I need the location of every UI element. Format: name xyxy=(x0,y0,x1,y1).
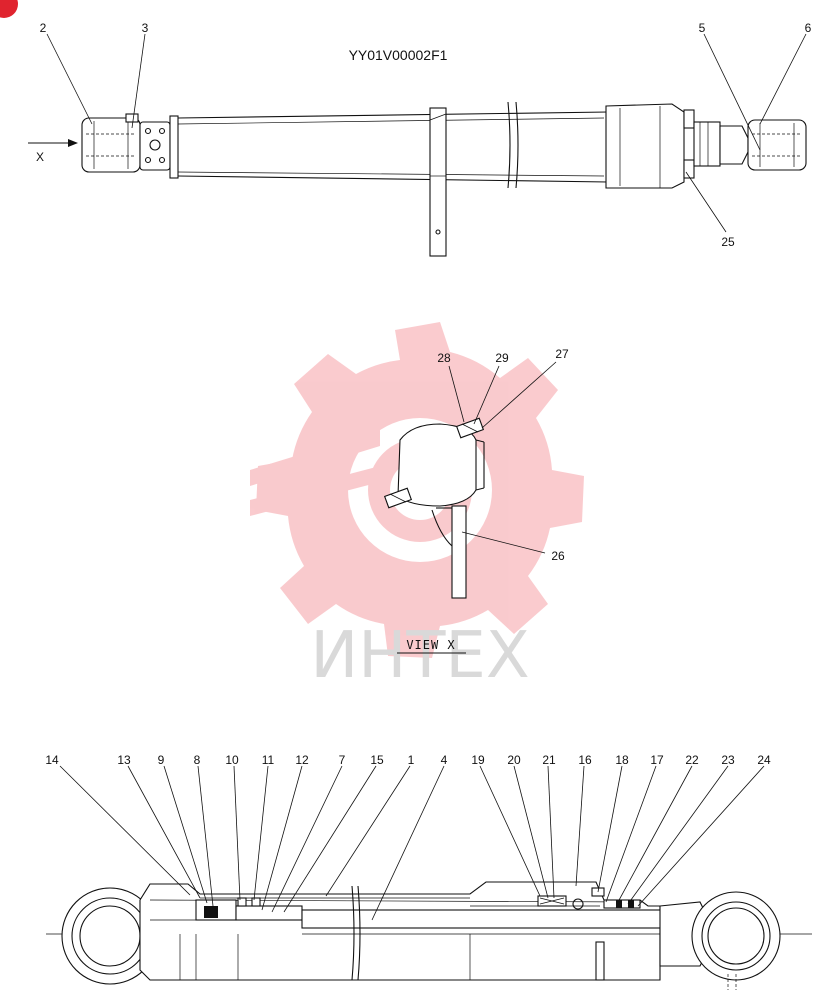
callout-20: 20 xyxy=(507,753,521,767)
callout-5: 5 xyxy=(699,21,706,35)
cylinder-section-view xyxy=(46,881,812,990)
callout-10: 10 xyxy=(225,753,239,767)
callout-1: 1 xyxy=(408,753,415,767)
callout-7: 7 xyxy=(339,753,346,767)
callout-13: 13 xyxy=(117,753,131,767)
callout-9: 9 xyxy=(158,753,165,767)
callout-11: 11 xyxy=(262,753,275,767)
callout-14: 14 xyxy=(45,753,59,767)
top-callouts: 2 3 5 6 25 xyxy=(40,21,812,249)
callout-6: 6 xyxy=(805,21,812,35)
callout-12: 12 xyxy=(295,753,309,767)
drawing-code: YY01V00002F1 xyxy=(349,47,448,63)
callout-27: 27 xyxy=(555,347,569,361)
callout-21: 21 xyxy=(542,753,556,767)
callout-25: 25 xyxy=(721,235,735,249)
view-x-drawing xyxy=(383,417,485,599)
callout-28: 28 xyxy=(437,351,451,365)
callout-8: 8 xyxy=(194,753,201,767)
corner-badge xyxy=(0,0,18,18)
cylinder-side-view xyxy=(81,101,807,257)
callout-4: 4 xyxy=(441,753,448,767)
callout-2: 2 xyxy=(40,21,47,35)
callout-22: 22 xyxy=(685,753,699,767)
view-x-arrow: X xyxy=(28,139,78,164)
callout-17: 17 xyxy=(650,753,664,767)
callout-18: 18 xyxy=(615,753,629,767)
callout-15: 15 xyxy=(370,753,384,767)
section-callouts: 14 13 9 8 10 11 12 7 15 1 4 19 20 21 16 … xyxy=(45,753,771,921)
callout-16: 16 xyxy=(578,753,592,767)
arrow-label: X xyxy=(36,150,44,164)
view-title: VIEW X xyxy=(406,638,455,652)
callout-19: 19 xyxy=(471,753,485,767)
callout-29: 29 xyxy=(495,351,509,365)
callout-23: 23 xyxy=(721,753,735,767)
view-x-callouts: 28 29 27 26 xyxy=(437,347,569,563)
callout-26: 26 xyxy=(551,549,565,563)
callout-24: 24 xyxy=(757,753,771,767)
callout-3: 3 xyxy=(142,21,149,35)
watermark-text: ИНТЕХ xyxy=(310,619,529,693)
